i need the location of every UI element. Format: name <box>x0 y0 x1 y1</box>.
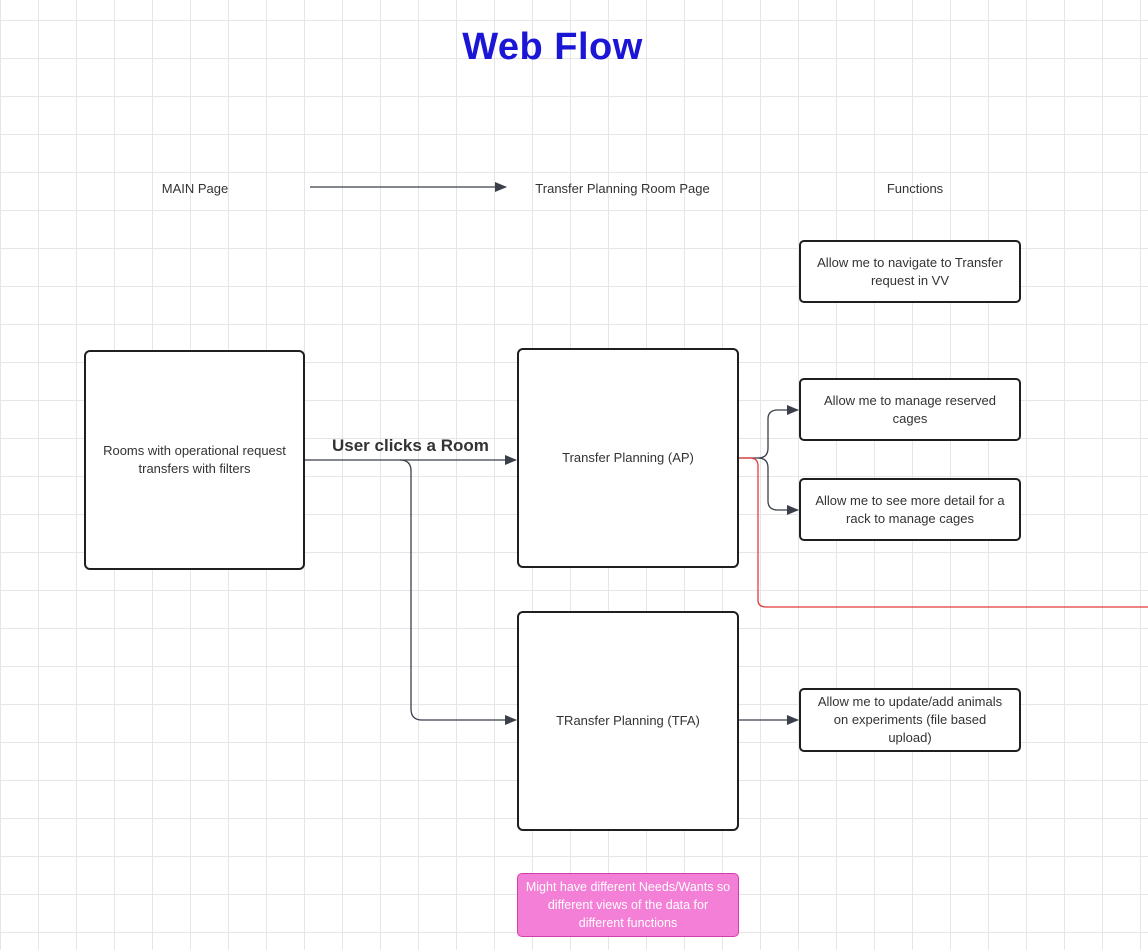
function-rack-detail-label: Allow me to see more detail for a rack t… <box>815 492 1005 526</box>
rooms-node[interactable]: Rooms with operational request transfers… <box>84 350 305 570</box>
diagram-title: Web Flow <box>462 26 643 68</box>
arrow-rooms-to-tfa <box>399 459 517 725</box>
function-reserved-cages-label: Allow me to manage reserved cages <box>824 392 996 426</box>
sticky-note[interactable]: Might have different Needs/Wants so diff… <box>517 873 739 937</box>
function-animals-node[interactable]: Allow me to update/add animals on experi… <box>799 688 1021 752</box>
arrow-ap-to-rack-detail <box>757 457 799 515</box>
function-rack-detail-node[interactable]: Allow me to see more detail for a rack t… <box>799 478 1021 541</box>
function-animals-label: Allow me to update/add animals on experi… <box>817 694 1003 745</box>
column-label-functions: Functions <box>886 181 944 196</box>
column-label-transfer: Transfer Planning Room Page <box>535 181 710 196</box>
transfer-planning-tfa-node[interactable]: TRansfer Planning (TFA) <box>517 611 739 831</box>
sticky-note-text: Might have different Needs/Wants so diff… <box>525 880 731 930</box>
transfer-planning-tfa-label: TRansfer Planning (TFA) <box>556 713 700 728</box>
transfer-planning-ap-node[interactable]: Transfer Planning (AP) <box>517 348 739 568</box>
rooms-node-label: Rooms with operational request transfers… <box>103 443 286 476</box>
edge-label-user-clicks-room: User clicks a Room <box>332 436 489 455</box>
column-label-main: MAIN Page <box>161 181 229 196</box>
function-navigate-node[interactable]: Allow me to navigate to Transfer request… <box>799 240 1021 303</box>
transfer-planning-ap-label: Transfer Planning (AP) <box>562 450 694 465</box>
function-reserved-cages-node[interactable]: Allow me to manage reserved cages <box>799 378 1021 441</box>
arrow-ap-to-reserved-cages <box>739 405 799 459</box>
function-navigate-label: Allow me to navigate to Transfer request… <box>817 254 1003 288</box>
